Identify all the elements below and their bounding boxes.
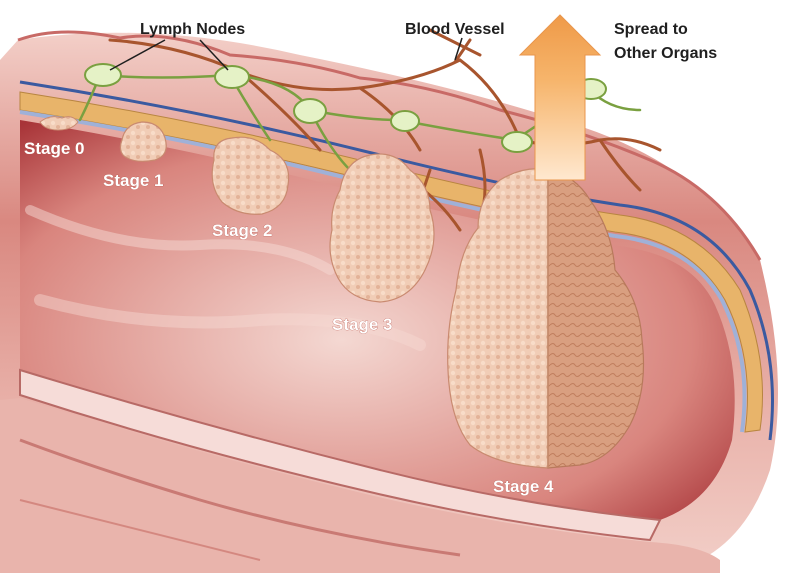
label-stage-4: Stage 4: [493, 477, 554, 496]
label-lymph-nodes: Lymph Nodes: [140, 21, 245, 38]
lymph-node: [502, 132, 532, 152]
label-stage-3: Stage 3: [332, 315, 392, 334]
lymph-node: [215, 66, 249, 88]
label-spread-line2: Other Organs: [614, 45, 717, 62]
label-spread-line1: Spread to: [614, 21, 688, 38]
lymph-node: [391, 111, 419, 131]
label-stage-1: Stage 1: [103, 171, 163, 190]
label-stage-0: Stage 0: [24, 139, 84, 158]
lymph-node: [294, 99, 326, 123]
tumor-stage-1: [120, 122, 166, 161]
label-blood-vessel: Blood Vessel: [405, 21, 505, 38]
label-stage-2: Stage 2: [212, 221, 272, 240]
